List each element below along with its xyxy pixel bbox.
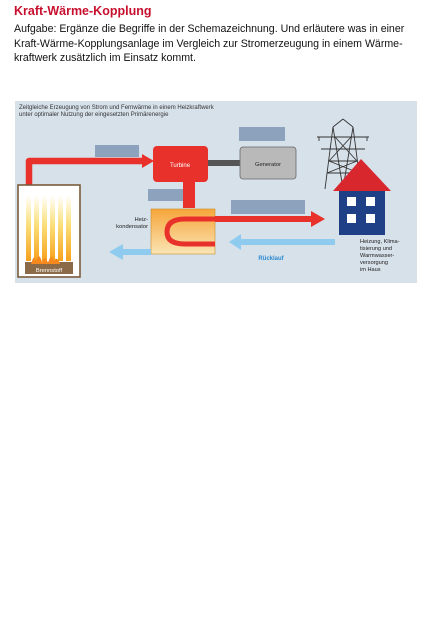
condenser-label-1: Heiz- (134, 217, 148, 223)
blank-field-top-right (239, 127, 285, 141)
house-label-3: Warmwasser- (360, 253, 394, 259)
return-flow-label: Rücklauf (258, 256, 284, 262)
steam-arrow-upper (142, 154, 154, 168)
return-arrow-boiler (109, 244, 123, 260)
supply-arrow (311, 211, 325, 227)
caption-line-2: unter optimaler Nutzung der eingesetzten… (19, 112, 169, 118)
condenser-coil (164, 216, 215, 247)
blank-field-top-left (95, 145, 139, 157)
return-pipe-boiler (117, 249, 151, 255)
supply-pipe (215, 216, 315, 222)
house-label-1: Heizung, Klima- (360, 239, 400, 245)
house-label-2: tisierung und (360, 246, 392, 252)
exhaust-pipe (183, 182, 195, 208)
return-arrow-house (229, 234, 241, 250)
boiler-flames (26, 195, 71, 261)
chp-schematic: Zeitgleiche Erzeugung von Strom und Fern… (15, 101, 417, 283)
generator-box (239, 146, 297, 180)
page-heading: Kraft-Wärme-Kopplung (14, 4, 152, 18)
turbine-shaft (208, 160, 240, 166)
fuel-label: Brennstoff (36, 268, 63, 274)
blank-field-middle (148, 189, 184, 201)
condenser-label-2: kondensator (116, 224, 148, 230)
condenser-tank (150, 208, 216, 255)
house-icon (333, 159, 391, 235)
chp-diagram: Zeitgleiche Erzeugung von Strom und Fern… (15, 101, 417, 283)
turbine-box (153, 146, 208, 182)
turbine-label: Turbine (170, 163, 191, 169)
fuel-box (25, 262, 73, 274)
house-label-5: im Haus (360, 267, 381, 273)
task-text: Aufgabe: Ergänze die Begriffe in der Sch… (14, 23, 405, 64)
generator-label: Generator (255, 162, 281, 168)
blank-field-pipe (231, 200, 305, 214)
return-pipe-house (237, 239, 335, 245)
caption-line-1: Zeitgleiche Erzeugung von Strom und Fern… (19, 105, 215, 111)
fire-icon (31, 256, 60, 264)
house-label-4: versorgung (360, 260, 388, 266)
